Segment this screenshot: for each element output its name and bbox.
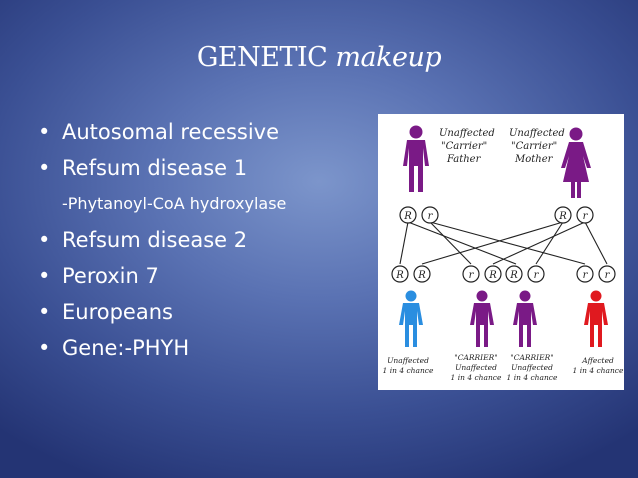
mother-allele-2: r: [583, 211, 589, 222]
child2-label-line2: Unaffected: [455, 363, 497, 372]
child1-allele-1: R: [395, 270, 404, 281]
child3-figure: [513, 290, 537, 347]
bullet-item: Gene:-PHYH: [36, 334, 286, 362]
child3-label-line3: 1 in 4 chance: [507, 373, 558, 382]
child3-label-line1: "CARRIER": [510, 353, 553, 362]
child2-label-line1: "CARRIER": [454, 353, 497, 362]
child2-label-line3: 1 in 4 chance: [451, 373, 502, 382]
mother-label-line1: Unaffected: [509, 128, 565, 139]
father-label-line1: Unaffected: [439, 128, 495, 139]
father-label-line2: "Carrier": [441, 141, 487, 152]
mother-figure: [561, 127, 591, 198]
slide-title: GENETIC makeup: [0, 42, 638, 73]
mother-label-line3: Mother: [514, 154, 554, 165]
mother-label-line2: "Carrier": [511, 141, 557, 152]
sub-bullet-item: -Phytanoyl-CoA hydroxylase: [62, 194, 287, 213]
child1-allele-2: R: [417, 270, 426, 281]
bullet-item: Refsum disease 2: [36, 226, 286, 254]
child4-allele-2: r: [605, 270, 611, 281]
child2-allele-1: r: [469, 270, 475, 281]
mother-allele-1: R: [558, 211, 567, 222]
bullet-item: Autosomal recessive: [36, 118, 286, 146]
child4-allele-1: r: [583, 270, 589, 281]
title-main: GENETIC: [196, 42, 328, 73]
title-italic: makeup: [335, 42, 442, 73]
child2-figure: [470, 290, 494, 347]
child1-figure: [399, 290, 423, 347]
child4-label-line1: Affected: [581, 356, 614, 365]
child2-allele-2: R: [488, 270, 497, 281]
allele-circles: [391, 206, 616, 283]
inheritance-diagram-svg: Unaffected "Carrier" Father Unaffected "…: [383, 125, 624, 382]
child3-label-line2: Unaffected: [511, 363, 553, 372]
bullet-item: Europeans: [36, 298, 286, 326]
father-figure: [403, 125, 429, 192]
bullet-item: Refsum disease 1: [36, 154, 286, 182]
father-allele-1: R: [403, 211, 412, 222]
bullet-list: Autosomal recessive Refsum disease 1 -Ph…: [36, 118, 286, 370]
child3-allele-1: R: [509, 270, 518, 281]
father-label-line3: Father: [446, 154, 482, 165]
child4-label-line2: 1 in 4 chance: [573, 366, 624, 375]
cross-lines: [399, 221, 608, 265]
child4-figure: [584, 290, 608, 347]
child1-label-line1: Unaffected: [387, 356, 429, 365]
child1-label-line2: 1 in 4 chance: [383, 366, 434, 375]
father-allele-2: r: [428, 211, 434, 222]
bullet-item: Peroxin 7: [36, 262, 286, 290]
inheritance-diagram: Unaffected "Carrier" Father Unaffected "…: [378, 114, 624, 390]
child3-allele-2: r: [534, 270, 540, 281]
